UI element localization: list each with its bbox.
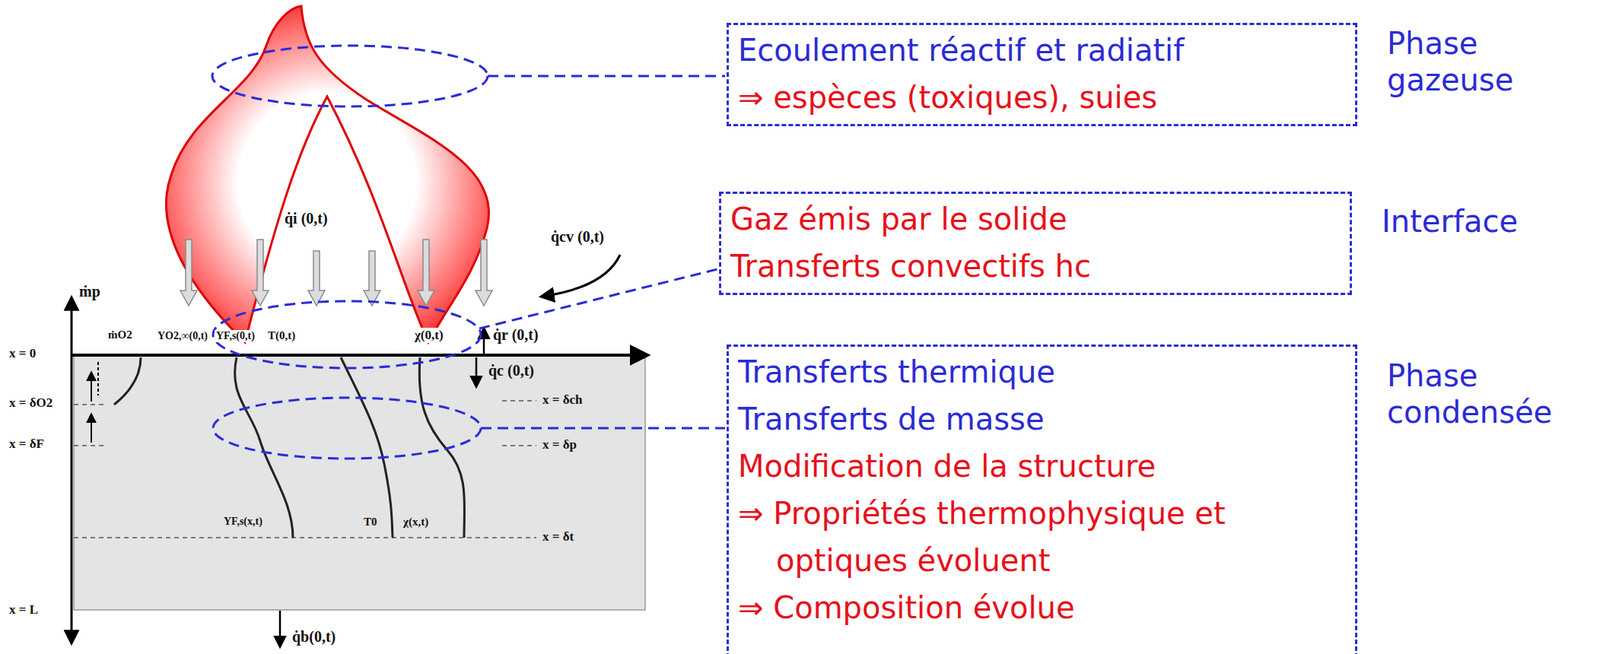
box-text: Transferts convectifs hc: [730, 242, 1341, 290]
figure-label: x = δF: [7, 436, 46, 452]
figure-label: q̇i (0,t): [283, 209, 330, 228]
leader-line: [487, 75, 726, 78]
depth-markers: [73, 400, 537, 538]
box-text: ⇒ espèces (toxiques), suies: [737, 73, 1346, 121]
phase-heading: Interface: [1381, 203, 1572, 240]
back-flux-arrow: [279, 610, 282, 647]
region-ellipses: [212, 45, 488, 459]
dashed-box: Transferts thermiqueTransferts de masseM…: [726, 344, 1358, 654]
surface-axis: [71, 353, 647, 357]
depth-axis: [70, 355, 74, 643]
convective-flux-arrow: [541, 254, 621, 297]
leader-line: [479, 269, 718, 329]
oxygen-flow-marks: [91, 362, 99, 443]
box-text: ⇒ Propriétés thermophysique et optiques …: [737, 489, 1346, 585]
figure-label: χ(x,t): [401, 515, 430, 529]
figure-label: T0: [362, 515, 379, 529]
dashed-box: Ecoulement réactif et radiatif⇒ espèces …: [726, 22, 1358, 127]
figure-label: ṁO2: [106, 328, 134, 342]
figure-label: q̇c (0,t): [486, 362, 536, 380]
phase-heading: Phase condensée: [1386, 357, 1578, 431]
incident-flux-arrows: [180, 239, 493, 306]
pyrolysis-flow-arrow: [70, 298, 74, 356]
box-text: Modification de la structure: [737, 442, 1346, 490]
box-text: Gaz émis par le solide: [730, 195, 1341, 243]
figure-label: T(0,t): [266, 329, 297, 343]
figure-label: YF,s(x,t): [222, 515, 265, 529]
box-text: Ecoulement réactif et radiatif: [737, 26, 1346, 74]
figure-label: x = δch: [540, 392, 585, 408]
profile-curves: [114, 357, 465, 538]
flame: [165, 6, 489, 343]
figure-label: x = δO2: [7, 395, 55, 411]
figure-label: q̇r (0,t): [491, 326, 541, 344]
leader-line: [480, 427, 726, 430]
figure-label: χ(0,t): [413, 327, 446, 344]
figure-label: q̇cv (0,t): [549, 228, 606, 246]
figure-label: YO2,∞(0,t): [155, 330, 210, 343]
figure-label: YF,s(0,t): [214, 330, 257, 343]
conduction-arrow: [475, 357, 478, 387]
solid-slab: [73, 355, 646, 611]
figure-label: x = L: [7, 602, 40, 618]
box-text: Transferts de masse: [737, 395, 1346, 443]
phase-heading: Phase gazeuse: [1386, 25, 1578, 99]
figure-label: ṁp: [77, 283, 102, 301]
figure-label: x = 0: [7, 346, 38, 362]
reradiation-arrow: [483, 328, 486, 355]
box-text: Transferts thermique: [737, 348, 1346, 396]
figure-label: q̇b(0,t): [290, 628, 338, 646]
box-text: ⇒ Composition évolue: [737, 584, 1346, 632]
figure-label: x = δp: [540, 437, 579, 453]
figure-label: x = δt: [540, 529, 576, 545]
dashed-box: Gaz émis par le solideTransferts convect…: [718, 191, 1352, 296]
